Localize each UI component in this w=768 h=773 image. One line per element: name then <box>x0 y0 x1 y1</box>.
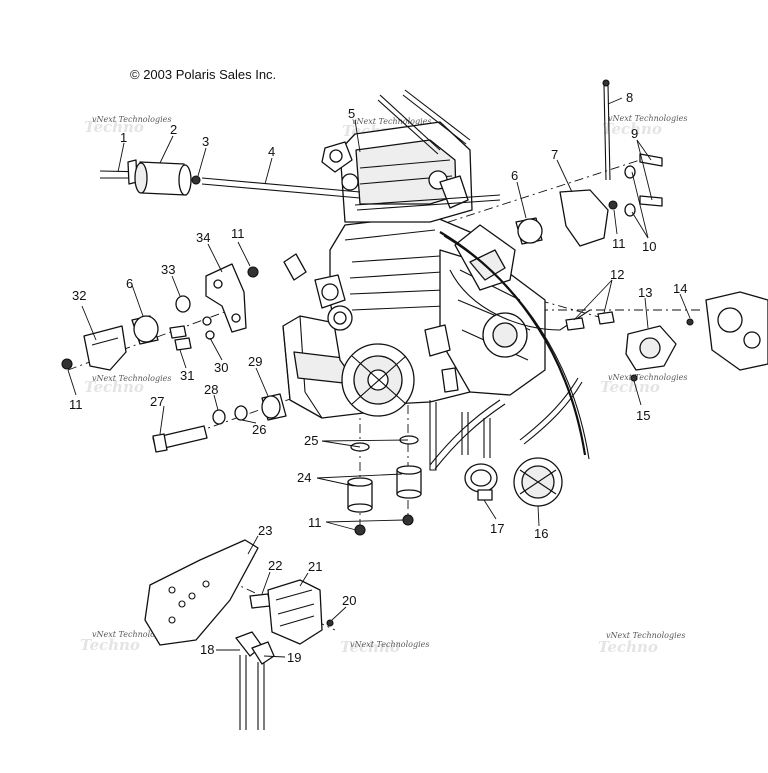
svg-text:vNext Technologies: vNext Technologies <box>92 630 171 639</box>
svg-text:Techno: Techno <box>598 638 658 656</box>
callout-26: 26 <box>252 422 266 437</box>
svg-text:vNext Technologies: vNext Technologies <box>608 373 687 382</box>
callout-12: 12 <box>610 267 624 282</box>
lower-mounts <box>347 435 422 536</box>
callout-11-bracket: 11 <box>231 226 245 241</box>
copyright-notice: © 2003 Polaris Sales Inc. <box>130 67 276 82</box>
callout-15: 15 <box>636 408 650 423</box>
callout-13: 13 <box>638 285 652 300</box>
callout-33: 33 <box>161 262 175 277</box>
callout-32: 32 <box>72 288 86 303</box>
callout-10: 10 <box>642 239 656 254</box>
svg-text:Techno: Techno <box>84 378 144 396</box>
left-lower-parts <box>152 393 287 453</box>
svg-text:Techno: Techno <box>600 378 660 396</box>
svg-text:Techno: Techno <box>84 118 144 136</box>
callout-7: 7 <box>551 147 558 162</box>
intake-boot <box>464 457 563 507</box>
callout-24: 24 <box>297 470 311 485</box>
callout-23: 23 <box>258 523 272 538</box>
callout-18: 18 <box>200 642 214 657</box>
callout-1: 1 <box>120 130 127 145</box>
callout-27: 27 <box>150 394 164 409</box>
svg-text:vNext Technologies: vNext Technologies <box>350 640 429 649</box>
callout-25: 25 <box>304 433 318 448</box>
callout-20: 20 <box>342 593 356 608</box>
callout-3: 3 <box>202 134 209 149</box>
callout-30: 30 <box>214 360 228 375</box>
callout-16: 16 <box>534 526 548 541</box>
callout-22: 22 <box>268 558 282 573</box>
svg-text:vNext Technologies: vNext Technologies <box>606 631 685 640</box>
callout-2: 2 <box>170 122 177 137</box>
callout-34: 34 <box>196 230 210 245</box>
svg-text:vNext Technologies: vNext Technologies <box>352 117 431 126</box>
callout-14: 14 <box>673 281 687 296</box>
callout-17: 17 <box>490 521 504 536</box>
callout-29: 29 <box>248 354 262 369</box>
callout-11-right: 11 <box>612 236 626 251</box>
svg-text:Techno: Techno <box>340 638 400 656</box>
callout-8: 8 <box>626 90 633 105</box>
part-1-to-4 <box>99 159 361 199</box>
svg-text:Techno: Techno <box>80 636 140 654</box>
leader-lines <box>67 97 691 658</box>
callout-4: 4 <box>268 144 275 159</box>
svg-text:vNext Technologies: vNext Technologies <box>92 115 171 124</box>
right-mount-bracket <box>559 79 663 247</box>
svg-text:vNext Technologies: vNext Technologies <box>608 114 687 123</box>
svg-text:Techno: Techno <box>602 120 662 138</box>
callout-6-right: 6 <box>511 168 518 183</box>
mount-parts <box>61 217 543 371</box>
svg-text:vNext Technologies: vNext Technologies <box>92 374 171 383</box>
callout-11-left: 11 <box>69 397 83 412</box>
callout-21: 21 <box>308 559 322 574</box>
callout-19: 19 <box>287 650 301 665</box>
callout-5: 5 <box>348 106 355 121</box>
engine-block <box>282 89 591 471</box>
ignition-coil-assembly <box>144 539 334 730</box>
callout-11-bottom: 11 <box>308 515 322 530</box>
callout-labels: 1 2 3 4 5 6 6 7 8 9 10 11 11 11 11 12 13… <box>69 90 687 665</box>
callout-28: 28 <box>204 382 218 397</box>
callout-9: 9 <box>631 126 638 141</box>
right-side-parts <box>565 291 768 382</box>
callout-6-left: 6 <box>126 276 133 291</box>
callout-31: 31 <box>180 368 194 383</box>
